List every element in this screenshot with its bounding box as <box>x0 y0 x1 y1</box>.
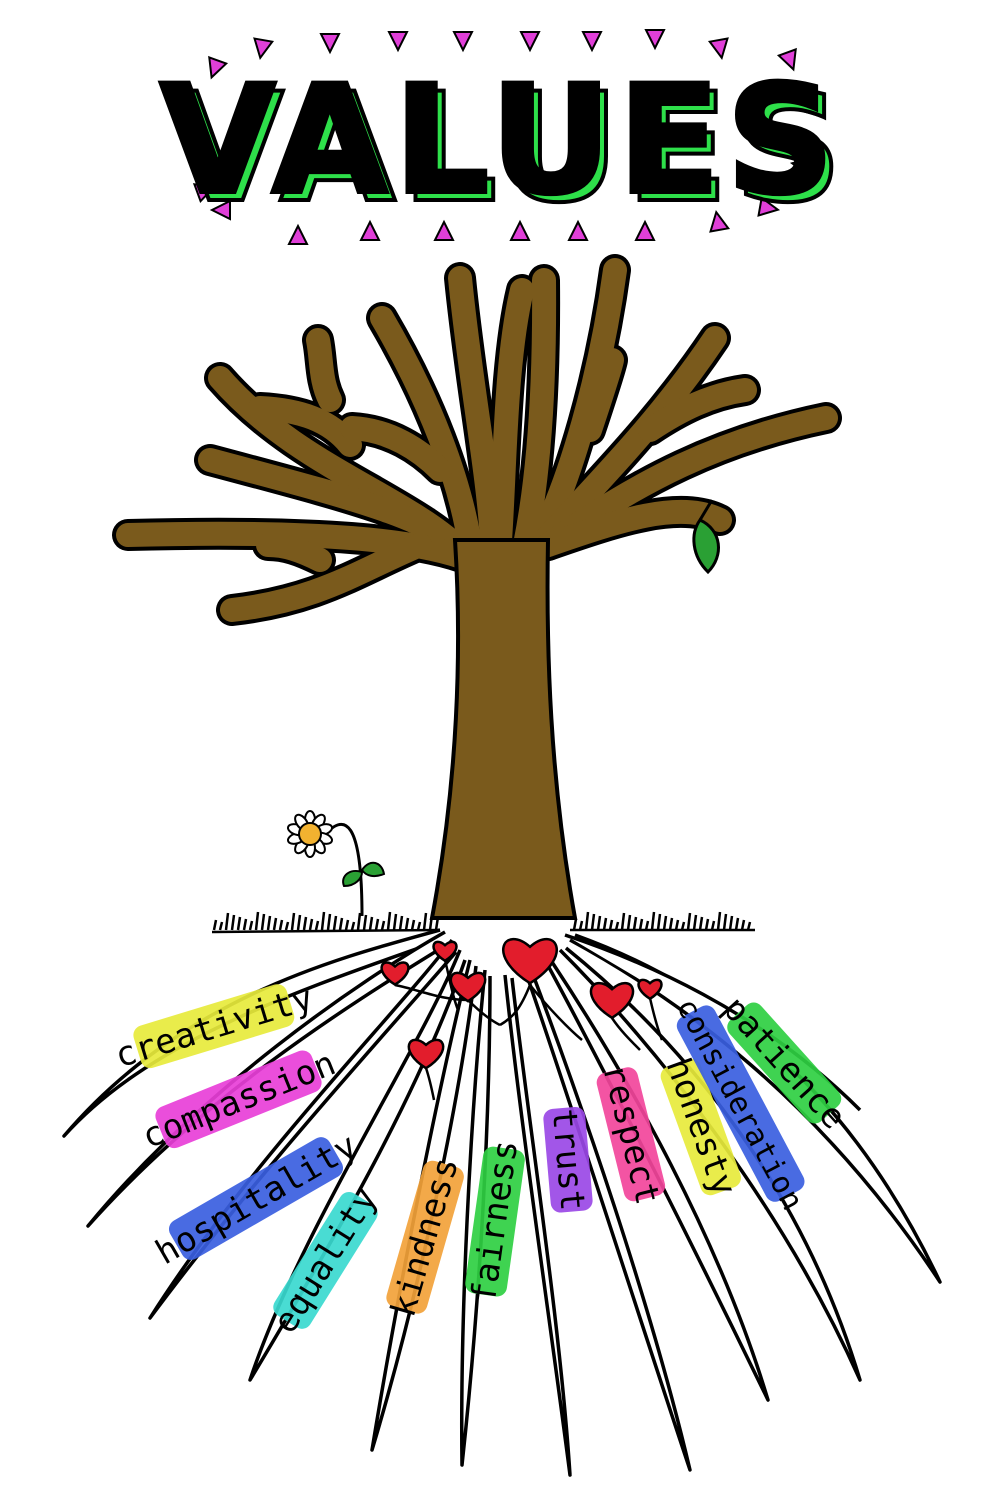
spark-icon <box>208 55 229 80</box>
title: VALUES VALUES <box>158 52 849 238</box>
heart-icon <box>432 940 458 963</box>
spark-icon <box>287 223 309 245</box>
spark-icon <box>319 33 341 55</box>
grass-line <box>211 911 755 934</box>
spark-icon <box>359 219 381 241</box>
heart-icon <box>637 978 663 1001</box>
root <box>148 938 458 1320</box>
heart-icon <box>380 961 410 987</box>
heart-icon <box>407 1038 445 1070</box>
branch <box>306 328 342 412</box>
root <box>86 930 449 1228</box>
heart-icon <box>502 937 558 985</box>
tree-trunk <box>429 538 578 920</box>
flower-icon <box>286 810 386 917</box>
spark-icon <box>776 47 797 72</box>
branch <box>340 416 452 482</box>
branch <box>220 533 432 622</box>
spark-icon <box>509 219 531 241</box>
spark-icon <box>433 219 455 241</box>
tree <box>112 254 842 920</box>
spark-icon <box>209 199 231 221</box>
svg-text:trust: trust <box>544 1107 593 1212</box>
branch <box>248 396 362 457</box>
spark-icon <box>634 219 656 241</box>
root <box>558 946 862 1382</box>
branch <box>578 348 624 442</box>
tree-branches <box>112 254 842 626</box>
branch <box>533 326 727 552</box>
spark-icon <box>192 183 217 204</box>
branch <box>116 521 482 572</box>
spark-icon <box>189 129 211 151</box>
spark-icon <box>387 31 409 53</box>
hearts <box>380 937 664 1101</box>
spark-icon <box>253 37 275 61</box>
branch <box>638 378 757 442</box>
leaf-stem <box>698 499 714 521</box>
branch <box>370 306 482 557</box>
leaf-icon <box>692 518 720 575</box>
branch <box>256 533 332 572</box>
spark-icon <box>581 31 603 53</box>
branch <box>488 278 534 552</box>
spark-icon <box>644 29 666 51</box>
heart-icon <box>449 971 487 1003</box>
spark-icon <box>707 37 729 61</box>
svg-text:kindness: kindness <box>383 1153 467 1321</box>
value-label-trust: trust <box>543 1106 593 1213</box>
root <box>62 928 441 1138</box>
spark-icon <box>789 156 813 178</box>
spark-icon <box>795 95 819 117</box>
root <box>503 974 572 1477</box>
heart-icon <box>589 982 635 1020</box>
title-sparkles <box>189 29 819 245</box>
value-label-kindness: kindness <box>383 1153 467 1321</box>
branch <box>513 268 557 557</box>
spark-icon <box>452 31 474 53</box>
spark-icon <box>567 219 589 241</box>
title-shadow: VALUES <box>168 62 849 236</box>
title-text: VALUES <box>160 54 841 228</box>
spark-icon <box>757 195 781 217</box>
spark-icon <box>519 31 541 53</box>
spark-icon <box>709 209 731 233</box>
